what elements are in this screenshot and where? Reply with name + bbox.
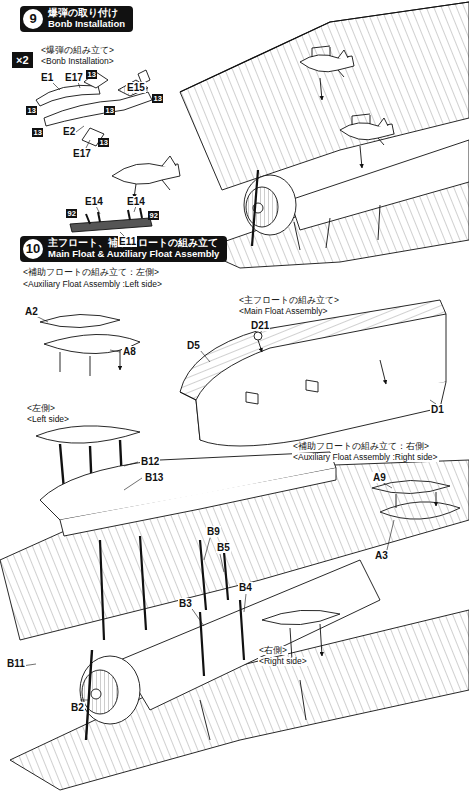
section-caption: <主フロートの組み立て> (238, 296, 340, 305)
step-number: 9 (23, 9, 43, 29)
part-label: B3 (178, 598, 193, 609)
step-title: Bonb Installation (48, 19, 125, 30)
part-label: B9 (206, 526, 221, 537)
section-caption: <右側> (258, 646, 288, 655)
part-label: E2 (62, 126, 76, 137)
part-label: B5 (216, 542, 231, 553)
part-label: E17 (64, 72, 84, 83)
part-label: B11 (6, 658, 26, 669)
step-number: 10 (23, 239, 43, 259)
callout-number: 13 (106, 106, 114, 115)
part-label: D21 (250, 320, 270, 331)
part-callout: 13 (104, 106, 115, 115)
part-label: E14 (84, 196, 104, 207)
section-caption: <左側> (26, 404, 56, 413)
section-caption: <補助フロートの組み立て：左側> (22, 268, 160, 277)
part-callout: 13 (32, 128, 43, 137)
part-label: E14 (126, 196, 146, 207)
part-callout: 92 (66, 209, 77, 218)
callout-number: 13 (154, 94, 162, 103)
section-caption: <Left side> (26, 415, 70, 424)
part-callout: 92 (148, 211, 159, 220)
step-title: Main Float & Auxiliary Float Assembly (48, 249, 219, 260)
part-label: A8 (122, 346, 137, 357)
part-label: E1 (40, 72, 54, 83)
part-label: B13 (144, 472, 164, 483)
callout-number: 13 (88, 70, 96, 79)
section-caption: <Auxiliary Float Assembly :Right side> (292, 453, 439, 462)
section-caption: <Right side> (258, 657, 308, 666)
quantity-label: ×2 (16, 54, 29, 66)
part-label: D5 (186, 340, 201, 351)
quantity-box: ×2 (12, 52, 33, 68)
part-callout: 13 (152, 94, 163, 103)
part-callout: 13 (98, 138, 109, 147)
part-label: B12 (140, 456, 160, 467)
callout-number: 92 (68, 209, 76, 218)
step-title: 爆弾の取り付け (48, 8, 125, 19)
section-caption: <補助フロートの組み立て：右側> (292, 442, 430, 451)
part-label: B2 (70, 702, 85, 713)
part-label: A2 (24, 306, 39, 317)
part-label: E11 (118, 236, 137, 247)
part-callout: 13 (26, 106, 37, 115)
callout-number: 13 (34, 128, 42, 137)
step-title-column: 爆弾の取り付けBonb Installation (48, 8, 125, 30)
part-label: E17 (72, 148, 92, 159)
part-label: E15 (126, 82, 146, 93)
step-badge: 9爆弾の取り付けBonb Installation (20, 6, 133, 32)
callout-number: 92 (150, 211, 158, 220)
section-caption: <Auxiliary Float Assembly :Left side> (22, 280, 163, 289)
part-label: B4 (238, 582, 253, 593)
callout-number: 13 (100, 138, 108, 147)
callout-number: 13 (28, 106, 36, 115)
section-caption: <Bonb Installation> (40, 57, 115, 66)
part-label: A9 (372, 472, 387, 483)
section-caption: <Main Float Assembly> (238, 307, 328, 316)
part-label: A3 (374, 550, 389, 561)
part-label: D1 (430, 404, 445, 415)
section-caption: <爆弾の組み立て> (40, 46, 115, 55)
part-callout: 13 (86, 70, 97, 79)
